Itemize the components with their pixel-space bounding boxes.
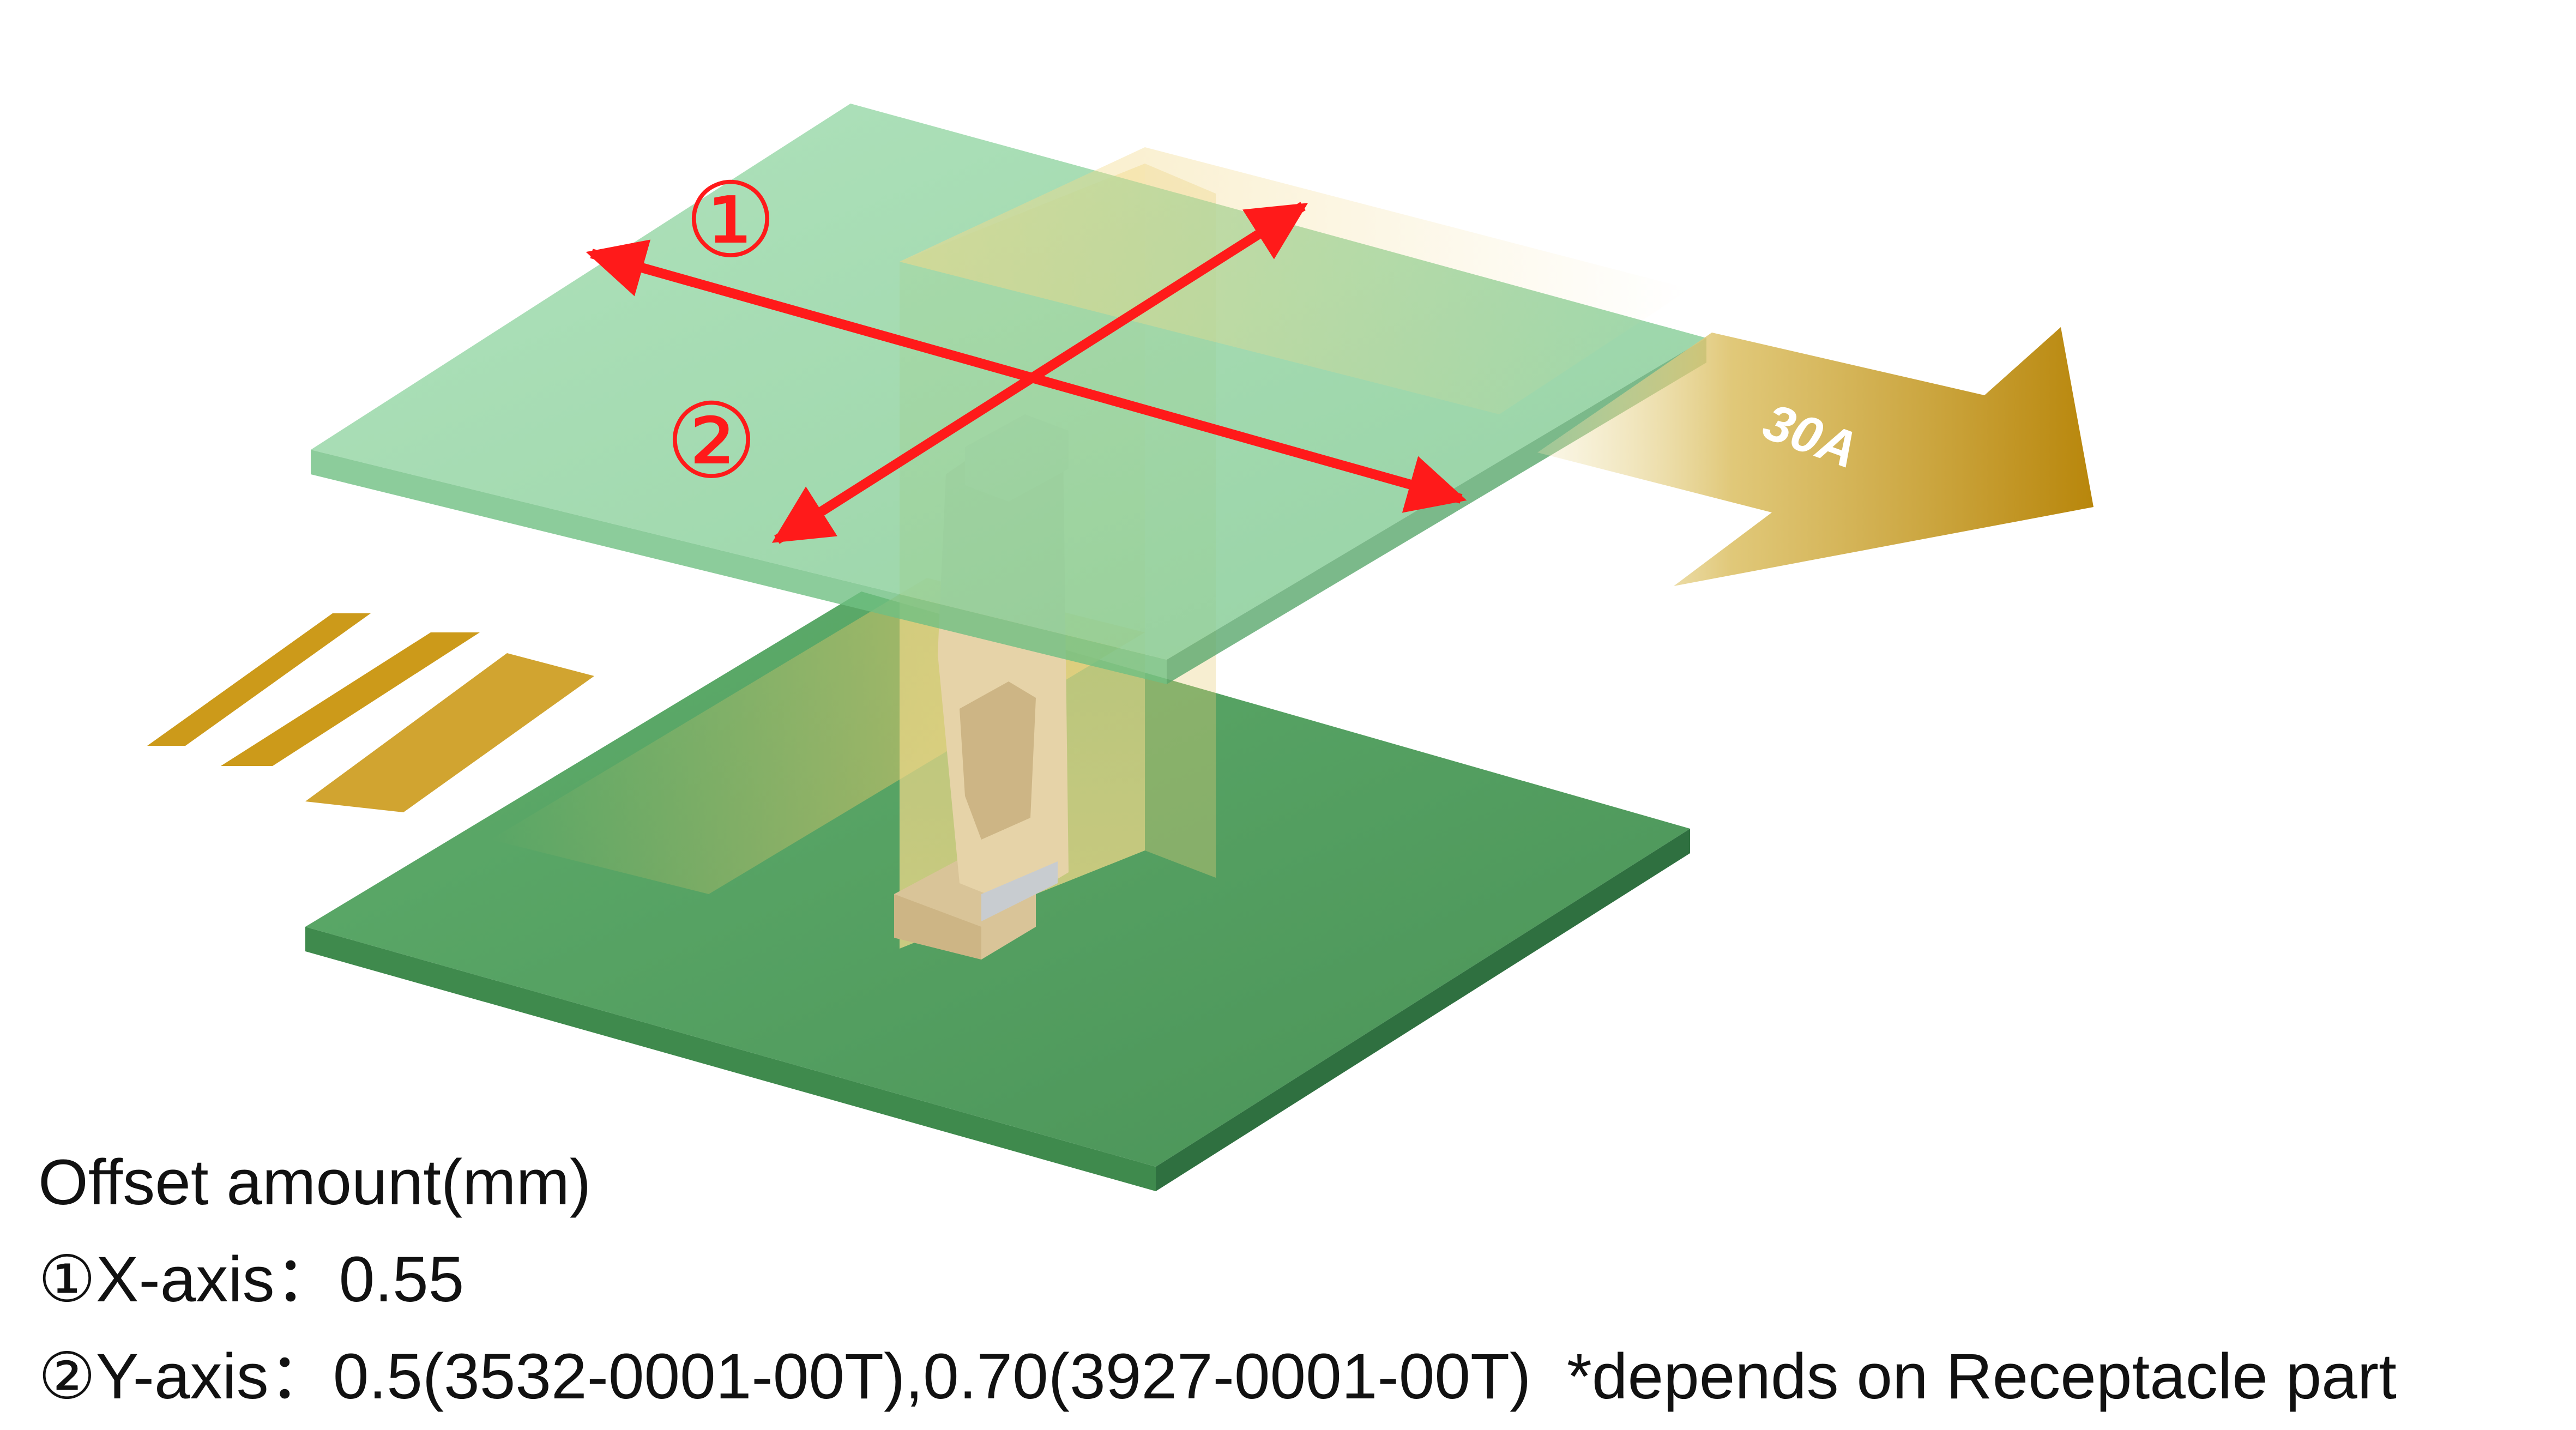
x-axis-offset-value: ①X-axis：0.55	[38, 1244, 464, 1316]
receptacle-note: *depends on Receptacle part	[1566, 1341, 2397, 1413]
input-stripes	[147, 613, 594, 812]
current-output-arrow: 30A	[1537, 327, 2094, 586]
y-axis-marker: ②	[665, 381, 758, 502]
y-axis-offset-value: ②Y-axis：0.5(3532-0001-00T),0.70(3927-000…	[38, 1341, 1531, 1413]
offset-heading: Offset amount(mm)	[38, 1147, 592, 1218]
y-axis-offset-line: ②Y-axis：0.5(3532-0001-00T),0.70(3927-000…	[38, 1328, 2397, 1425]
offset-info: Offset amount(mm) ①X-axis：0.55 ②Y-axis：0…	[38, 1134, 2397, 1425]
x-axis-marker: ①	[684, 160, 777, 281]
y-axis-offset-arrow	[771, 202, 1308, 544]
offset-arrows: ① ②	[586, 160, 1467, 544]
